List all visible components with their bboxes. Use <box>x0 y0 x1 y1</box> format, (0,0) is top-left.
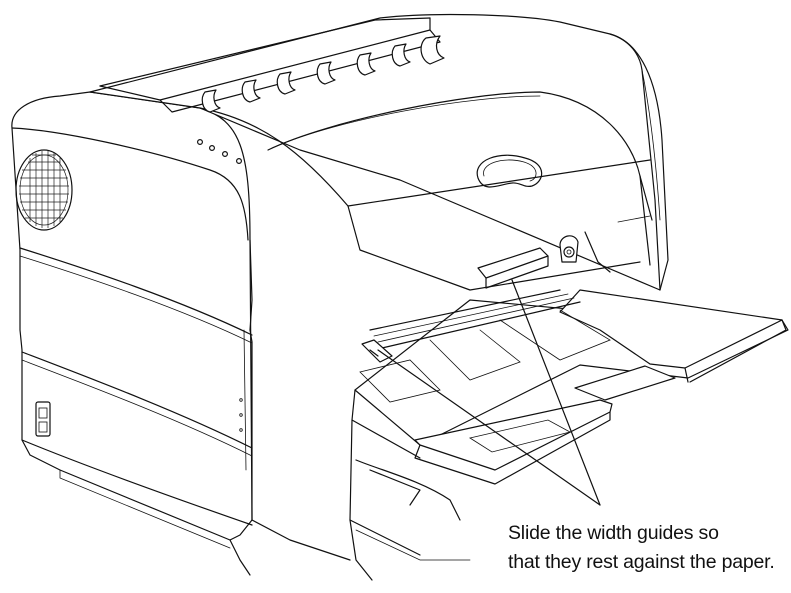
callout-line-2: that they rest against the paper. <box>508 551 775 573</box>
feed-tray <box>349 247 789 581</box>
printer-right-side <box>559 33 669 291</box>
left-width-guide <box>361 339 393 363</box>
printer-body <box>11 91 253 541</box>
callout-leaders <box>377 279 601 506</box>
status-lights <box>197 139 243 165</box>
printer-top <box>89 13 661 291</box>
vent-grille <box>15 149 73 231</box>
output-rollers <box>201 35 445 113</box>
callout-caption: Slide the width guides so that they rest… <box>508 519 788 577</box>
right-width-guide <box>477 247 549 289</box>
power-switch <box>35 401 51 437</box>
printer-base <box>59 469 351 576</box>
callout-line-1: Slide the width guides so <box>508 522 719 544</box>
